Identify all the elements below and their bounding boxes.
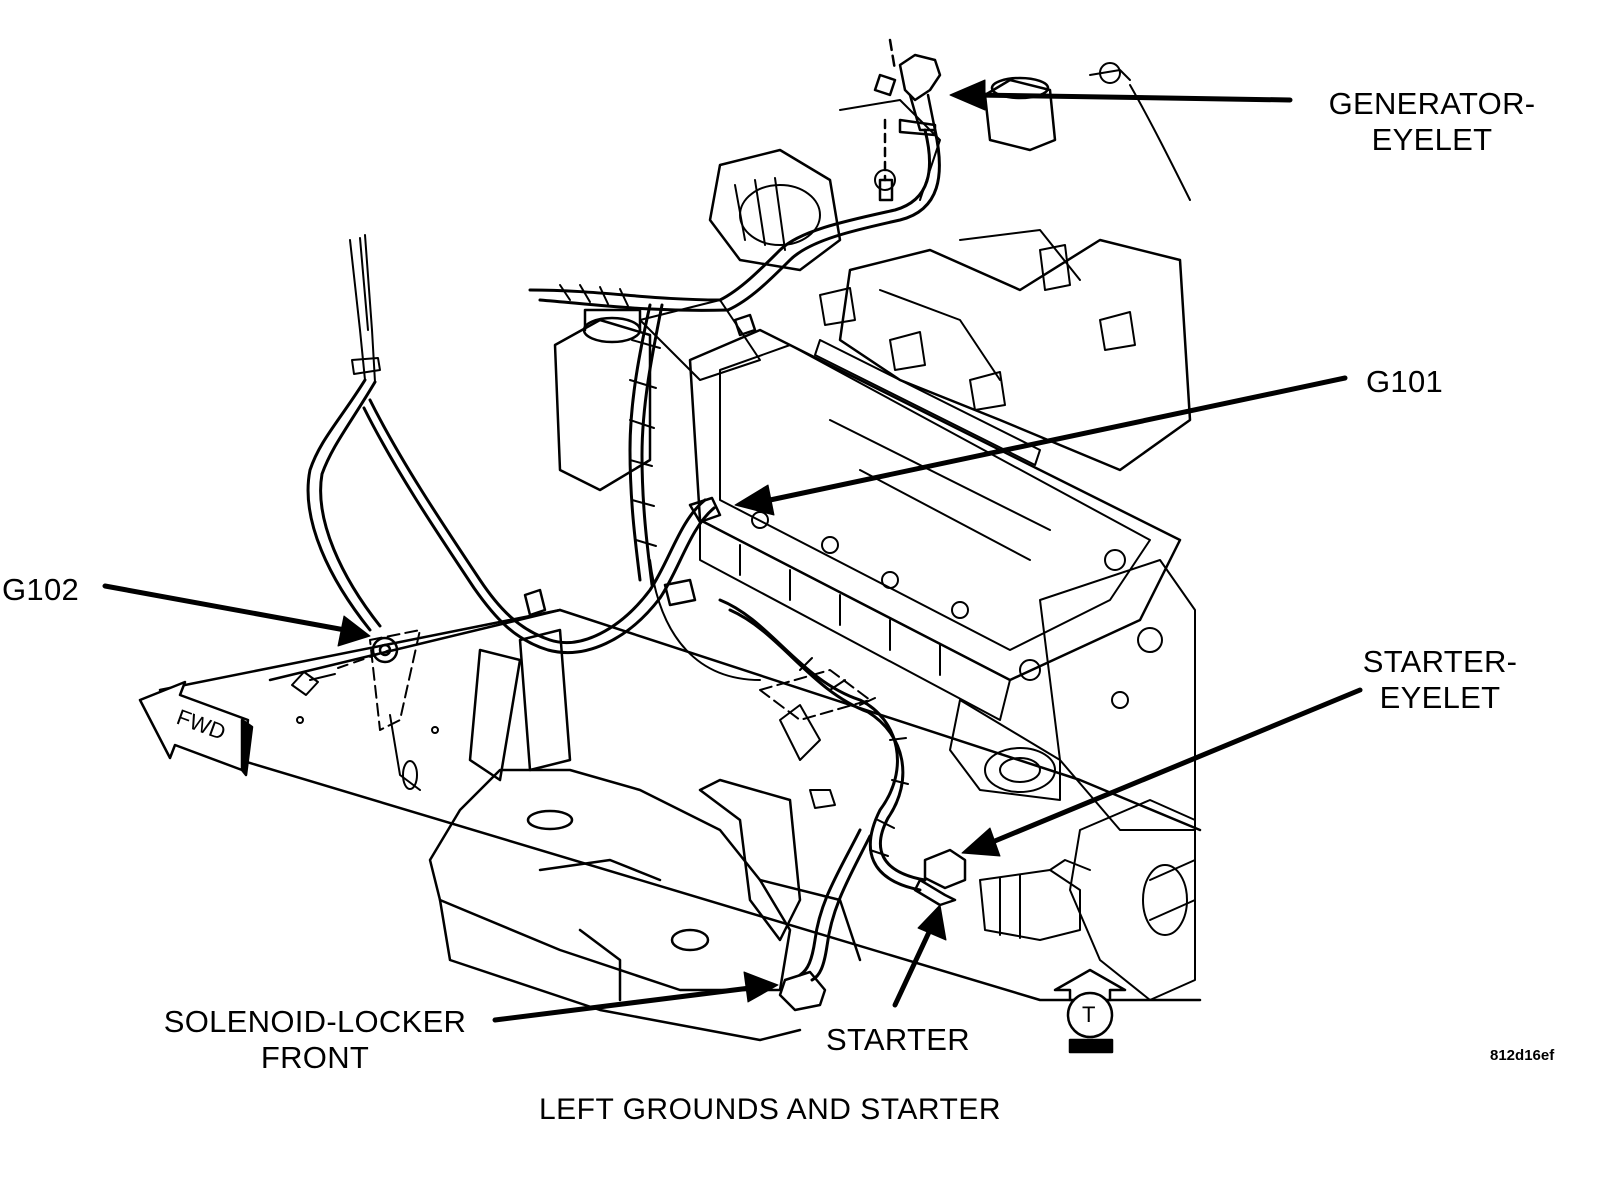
callout-solenoid-locker: SOLENOID-LOCKER FRONT [150, 1004, 480, 1076]
solenoid-locker-connector [778, 970, 827, 1012]
callout-starter-eyelet-line2: EYELET [1379, 680, 1501, 715]
callout-starter-eyelet: STARTER- EYELET [1345, 644, 1535, 716]
callout-starter-eyelet-line1: STARTER- [1362, 644, 1518, 679]
callout-arrows [102, 79, 1363, 1023]
image-code: 812d16ef [1490, 1047, 1555, 1064]
engine-block [553, 62, 1196, 1001]
frame-crossmember [158, 608, 1202, 1042]
connectors [371, 38, 967, 1012]
forward-arrow-symbol [138, 680, 254, 777]
generator-eyelet-terminal [898, 53, 942, 102]
callout-generator-eyelet: GENERATOR- EYELET [1312, 86, 1552, 158]
starter-eyelet-terminal [923, 848, 967, 890]
callout-solenoid-locker-line1: SOLENOID-LOCKER [163, 1004, 467, 1039]
callout-g102: G102 [2, 572, 79, 608]
callout-g101: G101 [1366, 364, 1443, 400]
callout-g101-text: G101 [1366, 364, 1444, 399]
g102-eyelet [371, 636, 399, 664]
top-view-marker [1053, 968, 1127, 1054]
figure-title: LEFT GROUNDS AND STARTER [538, 1093, 1002, 1126]
g101-connector [688, 496, 722, 524]
callout-generator-eyelet-line1: GENERATOR- [1328, 86, 1536, 121]
callout-g102-text: G102 [2, 572, 80, 607]
callout-starter: STARTER [826, 1022, 970, 1058]
callout-generator-eyelet-line2: EYELET [1371, 122, 1493, 157]
top-view-marker-label: T [1082, 1002, 1096, 1027]
wiring-harness [306, 128, 941, 982]
callout-starter-text: STARTER [826, 1022, 970, 1057]
callout-solenoid-locker-line2: FRONT [260, 1040, 370, 1075]
